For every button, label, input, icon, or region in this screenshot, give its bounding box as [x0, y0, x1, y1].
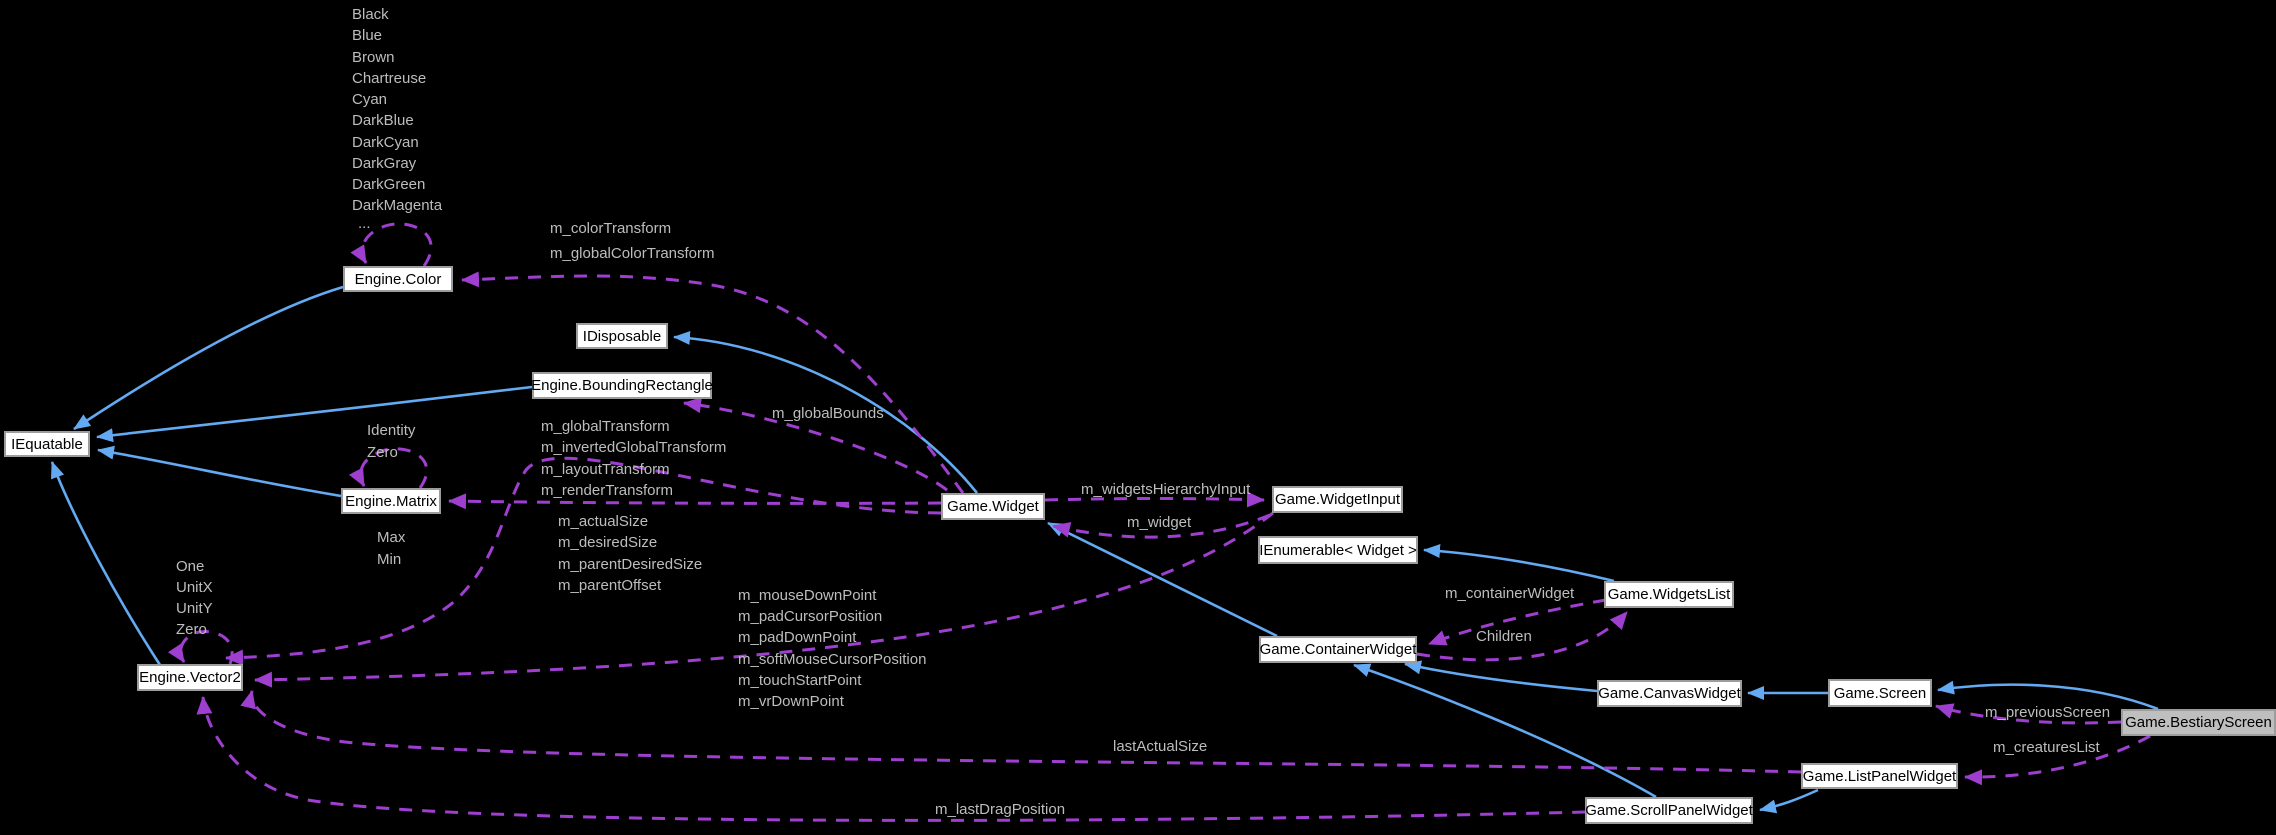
edge-widget-to-boundingrect [683, 397, 948, 492]
edge-matrix-to-iequatable [97, 445, 342, 498]
edge-label: m_desiredSize [558, 534, 658, 551]
edge-widgetslist-to-containerwidget [1428, 598, 1607, 646]
class-node-containerwidget[interactable]: Game.ContainerWidget [1259, 636, 1417, 663]
edge-listpanelwidget-to-scrollpanelwidget [1759, 788, 1819, 814]
edge-label: Chartreuse [352, 70, 427, 87]
edge-widgetslist-to-ienumerable [1423, 544, 1615, 583]
edge-label: Max [377, 529, 406, 546]
edge-label: Cyan [352, 91, 388, 108]
edge-label: m_actualSize [558, 513, 649, 530]
edge-label: m_widgetsHierarchyInput [1081, 481, 1251, 498]
edge-label: m_colorTransform [550, 220, 672, 237]
edge-label: m_containerWidget [1445, 585, 1575, 602]
class-node-idisposable[interactable]: IDisposable [576, 323, 668, 349]
class-node-widget[interactable]: Game.Widget [941, 493, 1045, 520]
edge-boundingrect-to-iequatable [96, 385, 533, 443]
edge-label: m_creaturesList [1993, 739, 2100, 756]
edge-label: DarkGray [352, 155, 417, 172]
class-node-screen[interactable]: Game.Screen [1828, 679, 1932, 707]
edge-widget-to-idisposable [673, 330, 979, 494]
edge-vector2-to-iequatable [50, 461, 162, 666]
edge-widgetinput-to-widget [1052, 513, 1271, 539]
edge-label: DarkGreen [352, 176, 426, 193]
edge-label: m_softMouseCursorPosition [738, 651, 927, 668]
edge-scrollpanelwidget-to-containerwidget [1353, 663, 1657, 799]
edge-widget-to-widgetinput [1044, 491, 1265, 508]
edge-bestiaryscreen-to-screen [1937, 680, 2159, 711]
edge-widget-to-matrix [448, 493, 942, 510]
edge-label: DarkMagenta [352, 197, 443, 214]
edge-label: Black [352, 6, 389, 23]
edge-label: m_previousScreen [1985, 704, 2111, 721]
class-node-widgetslist[interactable]: Game.WidgetsList [1604, 581, 1734, 608]
edge-label: m_globalBounds [772, 405, 884, 422]
edge-widgetinput-to-vector2 [254, 511, 1274, 688]
edge-label: One [176, 558, 205, 575]
edge-label: DarkCyan [352, 134, 419, 151]
edge-color-to-iequatable [73, 285, 344, 431]
edge-label: m_renderTransform [541, 482, 673, 499]
edge-label: DarkBlue [352, 112, 414, 129]
edge-label: m_parentOffset [558, 577, 662, 594]
class-node-scrollpanelwidget[interactable]: Game.ScrollPanelWidget [1585, 797, 1753, 824]
edge-label: Identity [367, 422, 416, 439]
edge-label: Zero [367, 444, 398, 461]
edge-label: m_globalTransform [541, 418, 670, 435]
edge-widget-to-color [461, 271, 965, 494]
edge-label: m_parentDesiredSize [558, 556, 703, 573]
edge-label: m_lastDragPosition [935, 801, 1066, 818]
edge-listpanelwidget-to-vector2 [240, 690, 1802, 774]
class-node-vector2[interactable]: Engine.Vector2 [137, 664, 243, 691]
edge-label: Min [377, 551, 402, 568]
edge-label: m_invertedGlobalTransform [541, 439, 727, 456]
edge-bestiaryscreen-to-listpanelwidget [1964, 734, 2151, 786]
edge-bestiaryscreen-to-screen [1935, 703, 2122, 725]
edge-label: Brown [352, 49, 395, 66]
edge-matrix-to-matrix [348, 447, 429, 489]
class-node-listpanelwidget[interactable]: Game.ListPanelWidget [1801, 763, 1958, 789]
edge-label: Children [1476, 628, 1532, 645]
edge-label: Zero [176, 621, 207, 638]
edge-label: Blue [352, 27, 383, 44]
class-node-widgetinput[interactable]: Game.WidgetInput [1272, 486, 1403, 513]
class-node-canvaswidget[interactable]: Game.CanvasWidget [1597, 680, 1742, 707]
edge-canvaswidget-to-containerwidget [1404, 660, 1598, 693]
edge-scrollpanelwidget-to-vector2 [196, 696, 1586, 822]
edge-label: ... [358, 215, 371, 232]
edge-label: m_globalColorTransform [550, 245, 715, 262]
edge-containerwidget-to-widget [1047, 521, 1278, 638]
edge-label: UnitX [176, 579, 213, 596]
edge-label: m_padDownPoint [738, 629, 857, 646]
class-node-iequatable[interactable]: IEquatable [4, 431, 90, 457]
edge-label: m_widget [1127, 514, 1192, 531]
class-node-ienumerable[interactable]: IEnumerable< Widget > [1258, 536, 1418, 564]
class-node-bestiaryscreen[interactable]: Game.BestiaryScreen [2121, 709, 2276, 736]
class-node-boundingrect[interactable]: Engine.BoundingRectangle [531, 372, 713, 399]
edge-label: UnitY [176, 600, 213, 617]
edge-label: m_touchStartPoint [738, 672, 862, 689]
edge-label: m_padCursorPosition [738, 608, 883, 625]
class-node-color[interactable]: Engine.Color [343, 266, 453, 292]
class-node-matrix[interactable]: Engine.Matrix [341, 488, 441, 514]
edge-label: m_mouseDownPoint [738, 587, 877, 604]
edge-color-to-color [350, 222, 433, 267]
edge-label: lastActualSize [1113, 738, 1208, 755]
edge-widget-to-vector2 [225, 456, 942, 666]
edge-label: m_layoutTransform [541, 461, 670, 478]
edge-label: m_vrDownPoint [738, 693, 844, 710]
